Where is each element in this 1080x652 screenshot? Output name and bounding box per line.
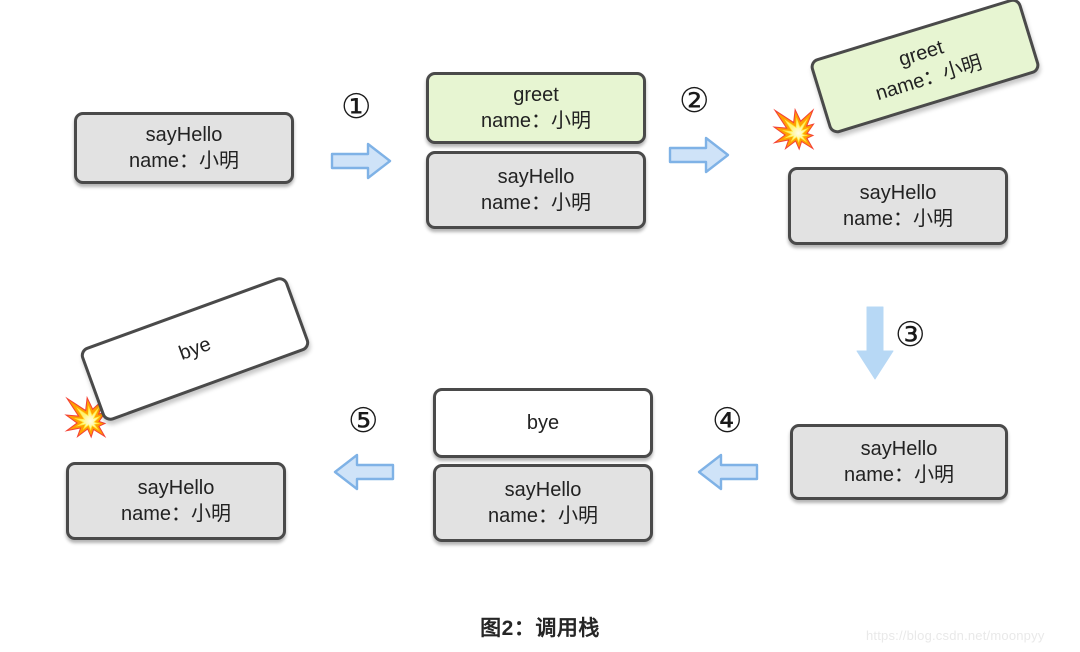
frame-function-name: sayHello (497, 165, 575, 188)
frame-function-name: bye (176, 332, 214, 365)
frame-function-name: sayHello (860, 437, 938, 460)
frame-greet-popping-stage3: greet name：小明 (808, 0, 1042, 136)
step-marker-1: ① (341, 87, 372, 127)
frame-function-name: sayHello (145, 123, 223, 146)
arrow-right-step-1 (330, 141, 392, 181)
diagram-caption: 图2：调用栈 (480, 617, 600, 640)
frame-bye-stage5: bye (433, 388, 653, 458)
frame-variable: name：小明 (487, 505, 599, 527)
frame-sayhello-stage5: sayHello name：小明 (433, 464, 653, 542)
step-marker-2: ② (679, 81, 710, 121)
frame-variable: name：小明 (120, 503, 232, 525)
frame-variable: name：小明 (842, 208, 954, 230)
frame-sayhello-stage4: sayHello name：小明 (790, 424, 1008, 500)
frame-sayhello-stage1: sayHello name：小明 (74, 112, 294, 184)
frame-sayhello-stage3: sayHello name：小明 (788, 167, 1008, 245)
arrow-down-step-3 (853, 305, 897, 381)
frame-bye-popping-stage6: bye (78, 274, 312, 424)
watermark-text: https://blog.csdn.net/moonpyy (866, 628, 1045, 643)
frame-function-name: greet (513, 83, 559, 106)
arrow-right-step-2 (668, 135, 730, 175)
arrow-left-step-5 (333, 452, 395, 492)
frame-variable: name：小明 (843, 464, 955, 486)
arrow-left-step-4 (697, 452, 759, 492)
frame-sayhello-stage6: sayHello name：小明 (66, 462, 286, 540)
frame-function-name: sayHello (504, 478, 582, 501)
frame-sayhello-stage2: sayHello name：小明 (426, 151, 646, 229)
frame-variable: name：小明 (480, 110, 592, 132)
step-marker-3: ③ (895, 315, 926, 355)
frame-function-name: sayHello (859, 181, 937, 204)
step-marker-5: ⑤ (348, 401, 379, 441)
frame-function-name: bye (526, 411, 560, 434)
frame-function-name: sayHello (137, 476, 215, 499)
collision-icon-stage3: 💥 (770, 107, 818, 151)
frame-variable: name：小明 (128, 150, 240, 172)
frame-variable: name：小明 (480, 192, 592, 214)
frame-greet-stage2: greet name：小明 (426, 72, 646, 144)
step-marker-4: ④ (712, 401, 743, 441)
